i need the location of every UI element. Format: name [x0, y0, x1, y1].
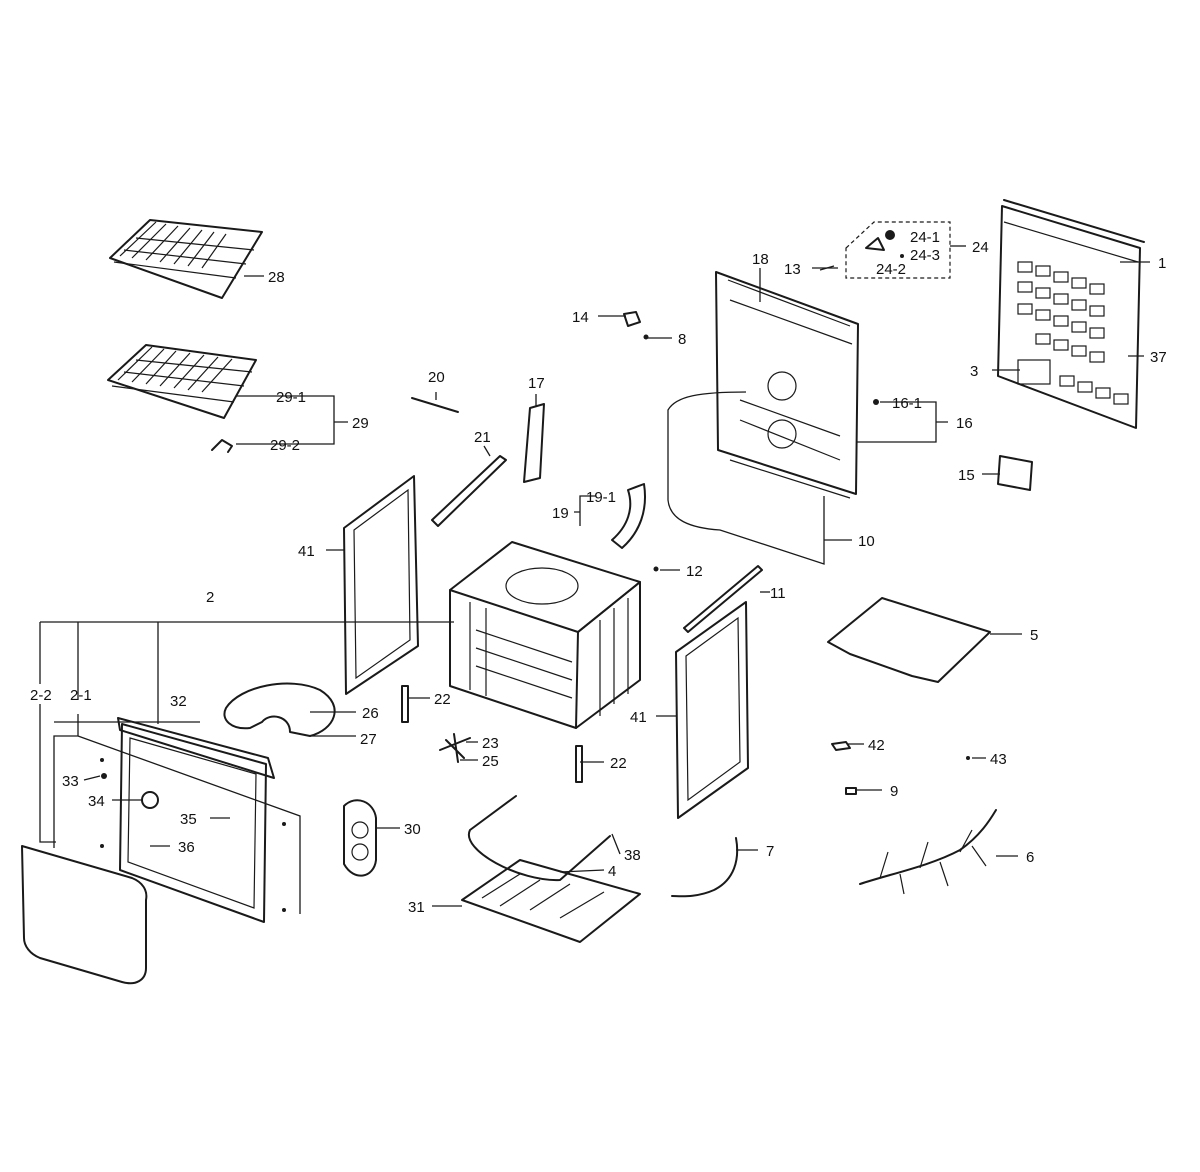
sensor-group-24: [845, 221, 951, 279]
oven-cavity-2: [449, 541, 641, 729]
plate-5: [827, 597, 991, 683]
label-30: 30: [404, 821, 421, 838]
label-2-2: 2-2: [30, 687, 52, 704]
wire-7: [671, 837, 739, 898]
label-29-2: 29-2: [270, 437, 300, 454]
label-42: 42: [868, 737, 885, 754]
label-38: 38: [624, 847, 641, 864]
label-2-1: 2-1: [70, 687, 92, 704]
gasket-2-2: [21, 845, 148, 985]
label-43: 43: [990, 751, 1007, 768]
label-35: 35: [180, 811, 197, 828]
gasket-10: [667, 391, 825, 565]
label-24-1: 24-1: [910, 229, 940, 246]
label-19-1: 19-1: [586, 489, 616, 506]
label-21: 21: [474, 429, 491, 446]
label-26: 26: [362, 705, 379, 722]
part-42: [831, 741, 851, 751]
broil-element-26: [223, 682, 336, 737]
label-4: 4: [608, 863, 616, 880]
screw-8: [643, 334, 649, 340]
cover-30: [343, 799, 377, 877]
label-28: 28: [268, 269, 285, 286]
box-15: [997, 455, 1033, 491]
rod-20: [411, 397, 459, 413]
label-15: 15: [958, 467, 975, 484]
label-29: 29: [352, 415, 369, 432]
insulation-19: [611, 483, 646, 549]
fan-23: [439, 733, 471, 763]
part-9: [845, 787, 857, 795]
bottom-plate-31: [461, 859, 641, 943]
label-13: 13: [784, 261, 801, 278]
bar-22-bottom: [575, 745, 583, 783]
label-24: 24: [972, 239, 989, 256]
label-41-right: 41: [630, 709, 647, 726]
label-36: 36: [178, 839, 195, 856]
bracket-11: [683, 565, 763, 633]
bake-element-4: [467, 795, 611, 882]
label-10: 10: [858, 533, 875, 550]
label-33: 33: [62, 773, 79, 790]
label-5: 5: [1030, 627, 1038, 644]
label-18: 18: [752, 251, 769, 268]
label-11: 11: [770, 585, 786, 602]
label-34: 34: [88, 793, 105, 810]
label-7: 7: [766, 843, 774, 860]
label-27: 27: [360, 731, 377, 748]
label-16: 16: [956, 415, 973, 432]
label-37: 37: [1150, 349, 1167, 366]
label-9: 9: [890, 783, 898, 800]
leader-lines: [39, 245, 1150, 914]
part-43: [966, 756, 970, 760]
bar-22-top: [401, 685, 409, 723]
label-41-left: 41: [298, 543, 315, 560]
door-panel-35: [119, 723, 267, 923]
label-3: 3: [970, 363, 978, 380]
back-cover-37: [997, 205, 1141, 429]
switch-14: [623, 311, 641, 327]
label-22-top: 22: [434, 691, 451, 708]
top-trim-1: [1003, 199, 1145, 243]
label-23: 23: [482, 735, 499, 752]
knob-34: [141, 791, 159, 809]
bracket-21: [431, 455, 507, 527]
rack-clip-29-2: [211, 439, 233, 453]
screw-2-1: [100, 758, 104, 762]
trim-32: [117, 717, 275, 779]
back-panel-18: [715, 271, 859, 499]
label-6: 6: [1026, 849, 1034, 866]
oven-rack-28: [109, 219, 263, 299]
label-24-3: 24-3: [910, 247, 940, 264]
label-14: 14: [572, 309, 589, 326]
door-frame-41-left: [343, 475, 419, 695]
screw-12: [653, 566, 659, 572]
part-labels: 1 2 2-1 2-2 3 4 5 6 7 8 9 10 11 12 13 14…: [30, 229, 1167, 916]
label-22-bottom: 22: [610, 755, 627, 772]
label-31: 31: [408, 899, 425, 916]
screw-2-2: [100, 844, 104, 848]
sensor-16-1: [873, 399, 879, 405]
label-1: 1: [1158, 255, 1166, 272]
label-17: 17: [528, 375, 545, 392]
label-2: 2: [206, 589, 214, 606]
label-24-2: 24-2: [876, 261, 906, 278]
label-32: 32: [170, 693, 187, 710]
oven-rack-29-1: [107, 344, 257, 419]
label-25: 25: [482, 753, 499, 770]
screw-33: [101, 773, 107, 779]
label-8: 8: [678, 331, 686, 348]
label-19: 19: [552, 505, 569, 522]
door-frame-41-right: [675, 601, 749, 819]
label-16-1: 16-1: [892, 395, 922, 412]
label-20: 20: [428, 369, 445, 386]
label-29-1: 29-1: [276, 389, 306, 406]
harness-6: [859, 809, 997, 885]
duct-17: [523, 403, 545, 483]
label-12: 12: [686, 563, 703, 580]
